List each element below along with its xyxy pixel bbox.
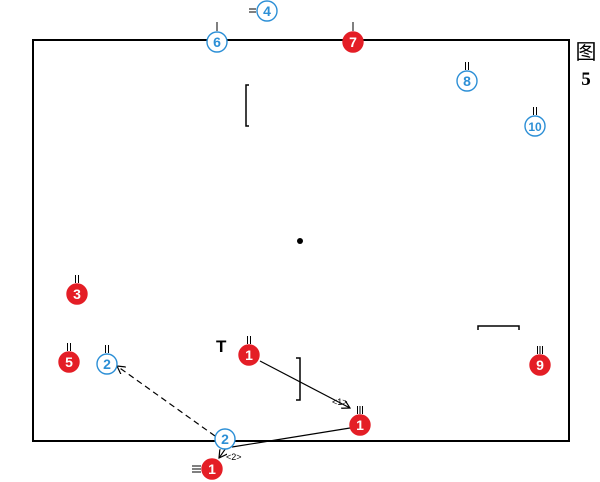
player-blue-2-bottom: 2 (214, 428, 236, 450)
svg-text:8: 8 (463, 73, 471, 89)
svg-text:1: 1 (356, 417, 364, 433)
player-red-7: 7 (342, 22, 364, 53)
court-boundary (32, 39, 570, 442)
sequence-label-1: <1> (332, 397, 348, 407)
player-red-1-bottom: 1 (192, 458, 223, 480)
svg-text:3: 3 (73, 286, 81, 302)
svg-text:9: 9 (536, 357, 544, 373)
player-red-1-right: 1 (349, 406, 371, 436)
player-red-3: 3 (66, 275, 88, 305)
svg-text:5: 5 (65, 354, 73, 370)
player-blue-4: 4 (249, 0, 278, 22)
figure-label-char: 图 (575, 40, 597, 64)
sequence-label-2: <2> (226, 452, 242, 462)
player-red-1-center: 1 (238, 336, 260, 366)
player-red-9: 9 (529, 346, 551, 376)
pass-line-2 (231, 427, 351, 448)
player-blue-8: 8 (456, 62, 478, 92)
bracket-marker-right (477, 325, 520, 330)
figure-label: 图 5 (574, 40, 598, 90)
svg-text:4: 4 (263, 3, 271, 19)
bracket-marker-top (245, 84, 249, 127)
coach-t-mark: T (216, 337, 227, 356)
svg-text:10: 10 (528, 120, 542, 134)
center-spot (297, 238, 303, 244)
svg-text:7: 7 (349, 34, 357, 50)
svg-text:2: 2 (103, 356, 111, 372)
svg-text:6: 6 (213, 34, 221, 50)
svg-text:2: 2 (221, 431, 229, 447)
dashed-run-arrow (117, 366, 216, 437)
figure-label-number: 5 (581, 69, 591, 90)
player-red-5: 5 (58, 343, 80, 373)
player-blue-10: 10 (524, 107, 546, 137)
svg-text:1: 1 (245, 347, 253, 363)
player-blue-2-left: 2 (96, 345, 118, 375)
bracket-marker-bottom (296, 357, 301, 401)
pass-arrow-1 (259, 360, 350, 408)
player-blue-6: 6 (206, 22, 228, 53)
svg-text:1: 1 (208, 461, 216, 477)
